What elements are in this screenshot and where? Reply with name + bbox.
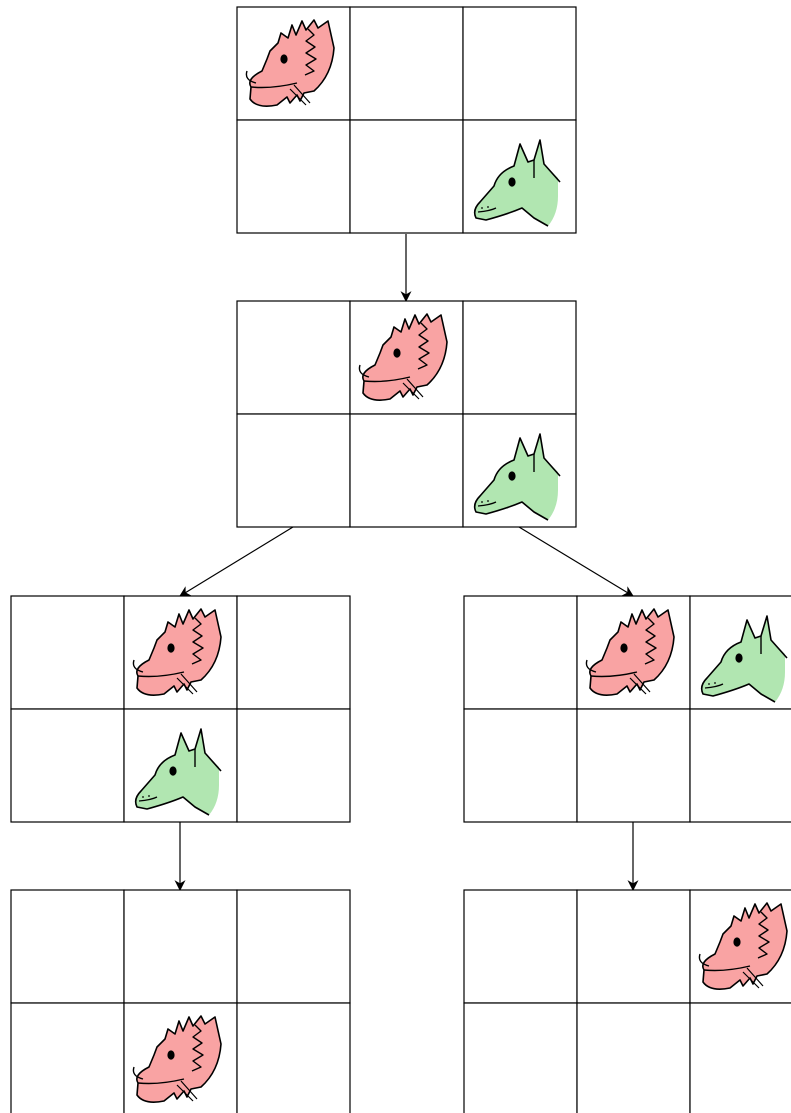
- board-cell: [236, 119, 351, 234]
- board-cell: [349, 6, 464, 121]
- board-cell: [462, 300, 577, 415]
- board-cell: [576, 1002, 691, 1113]
- board-left-branch: [10, 595, 351, 823]
- board-cell: [349, 119, 464, 234]
- board-cell: [236, 300, 351, 415]
- board-root: [236, 6, 577, 234]
- board-cell: [576, 889, 691, 1004]
- board-cell: [462, 6, 577, 121]
- board-cell: [576, 708, 691, 823]
- board-left-leaf: [10, 889, 351, 1113]
- board-cell: [463, 1002, 578, 1113]
- board-cell: [236, 708, 351, 823]
- board-cell: [689, 708, 791, 823]
- board-cell: [123, 889, 238, 1004]
- arrow-step-1-to-right-branch: [518, 526, 634, 597]
- board-cell: [236, 889, 351, 1004]
- board-cell: [10, 1002, 125, 1113]
- arrow-step-1-to-left-branch: [179, 526, 294, 597]
- board-cell: [10, 889, 125, 1004]
- board-cell: [689, 1002, 791, 1113]
- board-cell: [463, 889, 578, 1004]
- board-cell: [349, 413, 464, 528]
- board-cell: [10, 708, 125, 823]
- board-cell: [236, 595, 351, 710]
- board-step-1: [236, 300, 577, 528]
- board-cell: [463, 595, 578, 710]
- board-cell: [236, 413, 351, 528]
- board-right-branch: [463, 595, 791, 823]
- board-right-leaf: [463, 889, 791, 1113]
- board-cell: [463, 708, 578, 823]
- board-cell: [236, 1002, 351, 1113]
- board-cell: [10, 595, 125, 710]
